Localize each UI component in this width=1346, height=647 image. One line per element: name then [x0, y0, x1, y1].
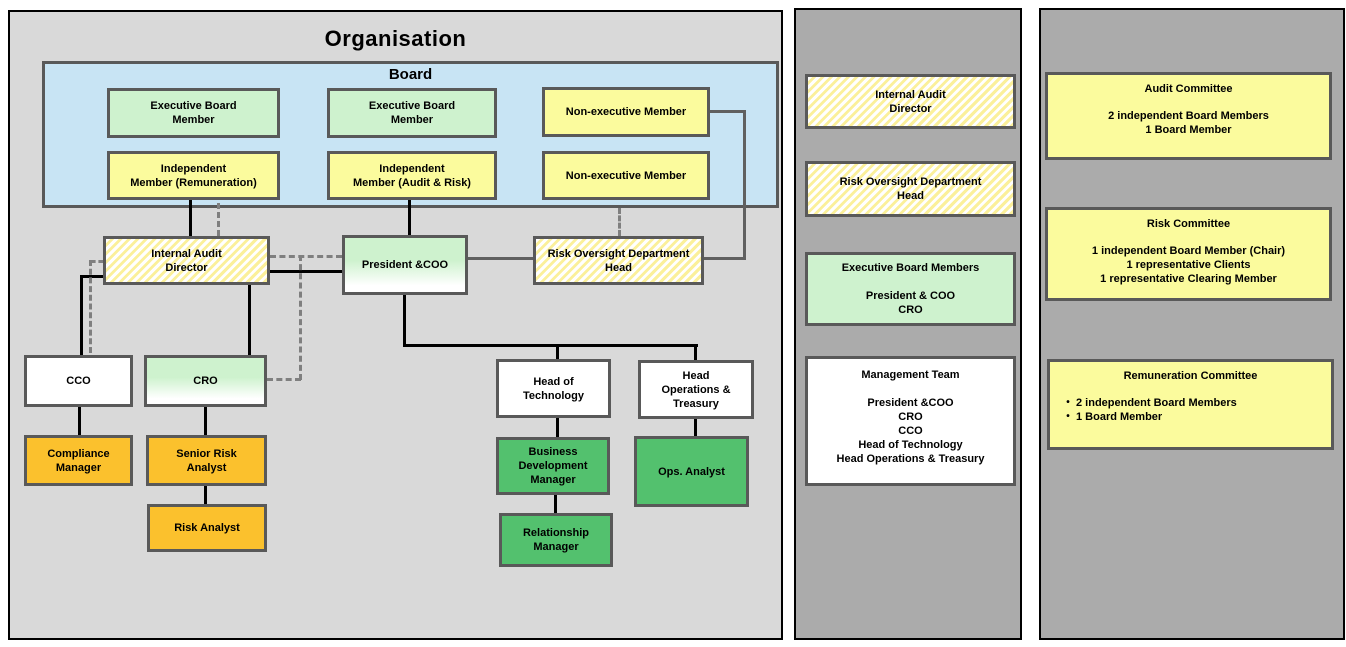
committee-risk-line: 1 representative Clearing Member	[1100, 273, 1277, 285]
connector-iad-to-cro	[248, 285, 251, 355]
connector-indep-audit-to-president	[408, 200, 411, 235]
bullet-icon: •	[1066, 411, 1070, 422]
connector-senior-risk-to-risk-analyst	[204, 486, 207, 504]
connector-board-to-iad-dashed	[217, 203, 220, 236]
connector-iad-to-cco-h	[80, 275, 104, 278]
legend-panel: Internal Audit Director Risk Oversight D…	[794, 8, 1022, 640]
legend-internal-audit-director: Internal Audit Director	[805, 74, 1016, 129]
node-non-executive-member-1: Non-executive Member	[542, 87, 710, 137]
node-cro: CRO	[144, 355, 267, 407]
board-title: Board	[388, 66, 433, 83]
node-head-ops-treasury: Head Operations & Treasury	[638, 360, 754, 419]
connector-iad-to-cco-dashed-h	[90, 260, 104, 263]
connector-nonexec-right-h	[710, 110, 746, 113]
connector-cro-to-senior-risk	[204, 407, 207, 435]
committee-audit-line: 2 independent Board Members	[1108, 110, 1269, 122]
node-internal-audit-director: Internal Audit Director	[103, 236, 270, 285]
page-title: Organisation	[324, 26, 467, 51]
node-head-technology: Head of Technology	[496, 359, 611, 418]
connector-cco-to-compliance	[78, 407, 81, 435]
node-ops-analyst: Ops. Analyst	[634, 436, 749, 507]
node-senior-risk-analyst: Senior Risk Analyst	[146, 435, 267, 486]
committee-remuneration-bullet-line: • 1 Board Member	[1050, 410, 1331, 424]
committee-remuneration-title: Remuneration Committee	[1123, 370, 1258, 382]
committee-risk-line: 1 representative Clients	[1126, 259, 1251, 271]
connector-nonexec-to-risk-oversight-dashed	[618, 208, 621, 236]
legend-executive-board-members: Executive Board Members President & COO …	[805, 252, 1016, 326]
committees-panel: Audit Committee 2 independent Board Memb…	[1039, 8, 1345, 640]
node-executive-board-member-2: Executive Board Member	[327, 88, 497, 138]
connector-nonexec-to-risk-oversight	[704, 257, 746, 260]
node-president-coo: President &COO	[342, 235, 468, 295]
committee-risk-line: 1 independent Board Member (Chair)	[1091, 245, 1286, 257]
committee-remuneration-bullet-line: • 2 independent Board Members	[1050, 396, 1331, 410]
connector-dashed-branch-v	[299, 255, 302, 380]
connector-iad-to-president-solid	[270, 270, 342, 273]
connector-president-branch-h	[403, 344, 698, 347]
node-cco: CCO	[24, 355, 133, 407]
node-independent-member-audit-risk: Independent Member (Audit & Risk)	[327, 151, 497, 200]
connector-branch-to-head-ops	[694, 344, 697, 360]
connector-head-tech-to-bdm	[556, 418, 559, 437]
node-independent-member-remuneration: Independent Member (Remuneration)	[107, 151, 280, 200]
connector-iad-to-president-dashed	[270, 255, 342, 258]
node-relationship-manager: Relationship Manager	[499, 513, 613, 567]
legend-risk-oversight-head: Risk Oversight Department Head	[805, 161, 1016, 217]
connector-indep-rem-to-iad	[189, 200, 192, 236]
connector-branch-to-head-technology	[556, 344, 559, 359]
committee-risk: Risk Committee 1 independent Board Membe…	[1045, 207, 1332, 301]
organisation-panel: Organisation Board Executiv	[8, 10, 783, 640]
node-non-executive-member-2: Non-executive Member	[542, 151, 710, 200]
bullet-icon: •	[1066, 397, 1070, 408]
committee-remuneration: Remuneration Committee • 2 independent B…	[1047, 359, 1334, 450]
connector-president-to-risk-oversight	[468, 257, 533, 260]
node-risk-oversight-head: Risk Oversight Department Head	[533, 236, 704, 285]
legend-management-team: Management Team President &COO CRO CCO H…	[805, 356, 1016, 486]
committee-audit-line: 1 Board Member	[1145, 124, 1232, 136]
node-business-dev-manager: Business Development Manager	[496, 437, 610, 495]
committee-risk-title: Risk Committee	[1146, 218, 1231, 230]
committee-audit: Audit Committee 2 independent Board Memb…	[1045, 72, 1332, 160]
connector-iad-to-cco-v	[80, 275, 83, 355]
connector-iad-to-cco-dashed-v	[89, 260, 92, 353]
committee-audit-title: Audit Committee	[1144, 83, 1233, 95]
node-compliance-manager: Compliance Manager	[24, 435, 133, 486]
committee-remuneration-line: 1 Board Member	[1076, 411, 1163, 423]
connector-bdm-to-relationship	[554, 495, 557, 513]
committee-remuneration-line: 2 independent Board Members	[1076, 397, 1237, 409]
connector-dashed-to-cro	[267, 378, 301, 381]
connector-head-ops-to-ops-analyst	[694, 419, 697, 436]
node-executive-board-member-1: Executive Board Member	[107, 88, 280, 138]
node-risk-analyst: Risk Analyst	[147, 504, 267, 552]
connector-president-down	[403, 295, 406, 347]
connector-nonexec-right-v	[743, 110, 746, 260]
